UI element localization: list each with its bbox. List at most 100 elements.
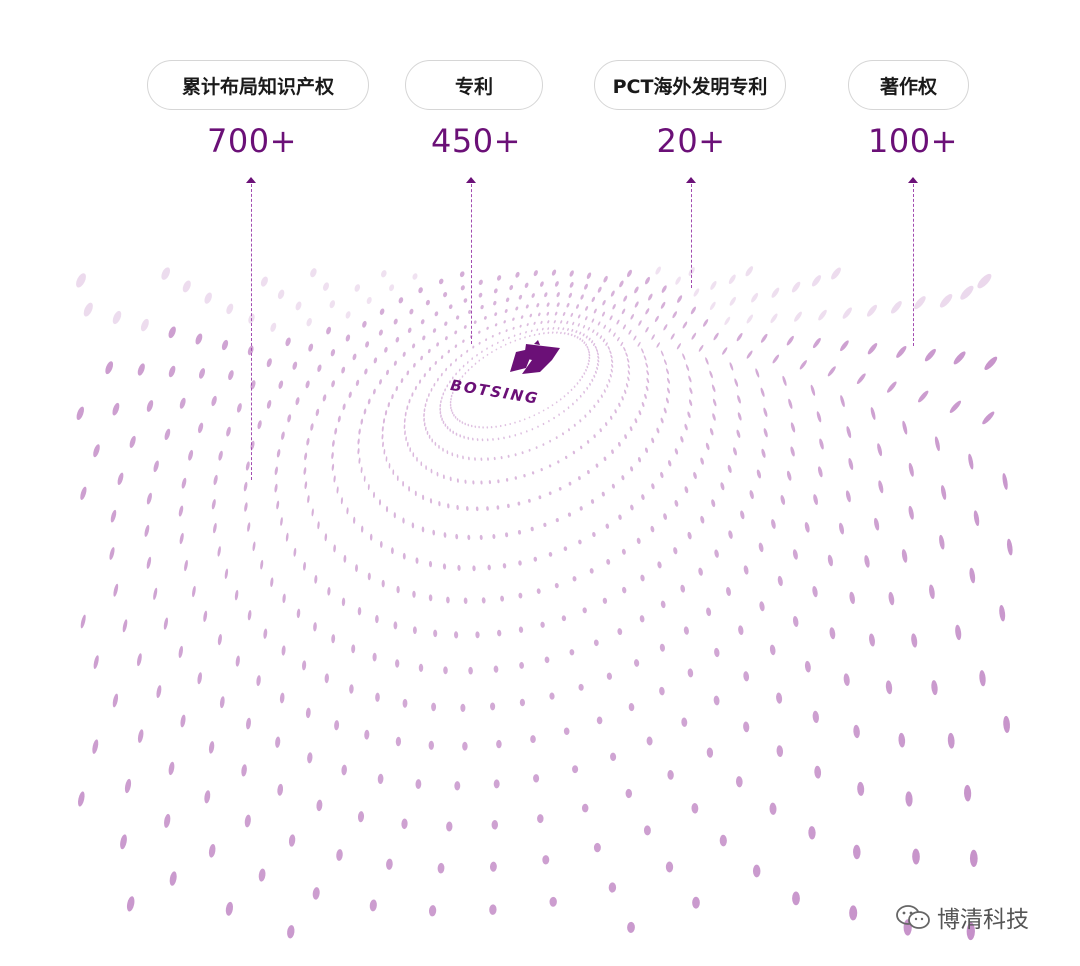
wave-dot xyxy=(519,324,522,328)
wave-dot xyxy=(459,271,465,278)
wave-dot xyxy=(531,471,535,475)
wave-dot xyxy=(500,595,505,602)
wave-dot xyxy=(489,861,497,872)
wave-dot xyxy=(178,645,183,658)
wave-dot xyxy=(808,826,816,840)
stat-label-pct: PCT海外发明专利 xyxy=(612,75,768,98)
wave-dot xyxy=(505,532,509,538)
wave-dot xyxy=(603,389,606,393)
wave-dot xyxy=(829,627,836,640)
wave-dot xyxy=(790,422,796,433)
wave-dot xyxy=(521,451,524,455)
wave-dot xyxy=(644,447,649,453)
wave-dot xyxy=(727,464,732,473)
wave-dot xyxy=(363,408,367,415)
wave-dot xyxy=(692,896,700,909)
wave-dot xyxy=(412,626,417,635)
wave-dot xyxy=(555,436,558,439)
wave-dot xyxy=(336,849,343,861)
wave-dot xyxy=(898,732,906,748)
wave-dot xyxy=(247,609,252,621)
wave-dot xyxy=(782,375,787,386)
wave-dot xyxy=(340,497,343,505)
wave-dot xyxy=(606,672,613,680)
wave-dot xyxy=(367,572,371,581)
wave-dot xyxy=(585,306,589,311)
wave-dot xyxy=(589,409,592,413)
wave-dot xyxy=(453,388,455,392)
wave-dot xyxy=(483,316,487,320)
wave-dot xyxy=(381,270,387,278)
wave-dot xyxy=(444,388,446,392)
wave-dot xyxy=(440,372,443,377)
wave-dot xyxy=(466,506,469,511)
wave-dot xyxy=(594,345,597,349)
leader-line xyxy=(471,184,472,344)
wave-dot xyxy=(450,397,452,401)
wave-dot xyxy=(276,500,280,510)
wave-dot xyxy=(538,312,541,317)
wave-dot xyxy=(543,332,545,335)
wave-dot xyxy=(112,693,119,708)
wave-dot xyxy=(164,813,171,828)
wave-dot xyxy=(969,849,978,867)
wave-dot xyxy=(415,779,422,790)
wave-dot xyxy=(713,695,720,706)
wave-dot xyxy=(358,457,361,464)
wave-dot xyxy=(551,331,554,334)
wave-dot xyxy=(555,401,558,404)
wave-dot xyxy=(429,498,433,504)
wave-dot xyxy=(383,449,386,455)
wave-dot xyxy=(709,301,716,311)
wave-dot xyxy=(526,323,529,327)
wave-dot xyxy=(639,615,645,623)
wave-dot xyxy=(192,585,196,598)
wave-dot xyxy=(572,765,579,774)
wave-dot xyxy=(896,345,907,358)
wave-dot xyxy=(280,517,283,526)
wave-dot xyxy=(181,477,187,489)
wave-dot xyxy=(464,479,467,484)
wave-dot xyxy=(819,438,824,450)
watermark-text: 博清科技 xyxy=(937,907,1029,933)
wave-dot xyxy=(648,293,653,301)
wave-dot xyxy=(596,366,599,370)
wave-dot xyxy=(901,549,908,563)
wave-dot xyxy=(537,814,544,824)
wave-dot xyxy=(462,455,464,460)
pointer-arrow-icon xyxy=(246,177,256,183)
wave-dot xyxy=(195,333,203,345)
wave-dot xyxy=(312,887,320,900)
wave-dot xyxy=(451,391,454,395)
wave-dot xyxy=(420,319,425,325)
wave-dot xyxy=(306,437,310,446)
wave-dot xyxy=(622,586,627,594)
leader-line xyxy=(913,184,914,346)
wave-dot xyxy=(247,522,251,532)
wave-dot xyxy=(665,861,674,873)
wave-dot xyxy=(305,380,310,389)
wave-dot xyxy=(831,267,841,280)
wave-dot xyxy=(643,825,651,836)
wave-dot xyxy=(367,398,371,405)
wave-dot xyxy=(515,271,520,278)
wave-dot xyxy=(547,327,550,330)
wave-dot xyxy=(682,353,686,361)
wave-dot xyxy=(478,330,481,334)
wave-dot xyxy=(705,442,710,451)
wave-dot xyxy=(311,508,314,517)
wave-dot xyxy=(949,400,962,413)
pointer-arrow-icon xyxy=(686,177,696,183)
wave-dot xyxy=(584,283,588,290)
wave-dot xyxy=(303,467,307,475)
wave-dot xyxy=(637,341,641,347)
wave-dot xyxy=(999,604,1006,622)
wave-dot xyxy=(654,315,659,323)
wave-dot xyxy=(597,355,600,359)
wave-dot xyxy=(885,680,893,695)
wave-dot xyxy=(442,447,444,452)
wave-dot xyxy=(939,294,953,308)
wave-dot xyxy=(530,526,534,532)
wave-dot xyxy=(447,349,450,354)
wave-dot xyxy=(270,322,277,332)
